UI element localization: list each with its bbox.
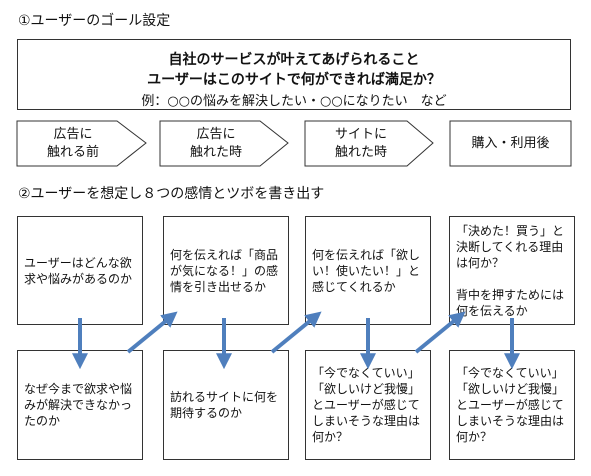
goal-line-2: ユーザーはこのサイトで何ができれば満足か？ bbox=[147, 72, 441, 88]
goal-line-1: 自社のサービスが叶えてあげられること bbox=[168, 52, 420, 68]
card-bottom-2: 訪れるサイトに何を期待するのか bbox=[163, 350, 289, 460]
card-bottom-3: 「今でなくていい」「欲しいけど我慢」とユーザーが感じてしまいそうな理由は何か？ bbox=[305, 350, 431, 460]
stage-2-label: 広告に 触れた時 bbox=[189, 127, 242, 160]
card-top-2: 何を伝えれば「商品が気になる！」の感情を引き出せるか bbox=[163, 216, 289, 325]
card-bottom-4: 「今でなくていい」「欲しいけど我慢」とユーザーが感じてしまいそうな理由は何か？ bbox=[449, 350, 575, 460]
card-top-1: ユーザーはどんな欲求や悩みがあるのか bbox=[17, 216, 143, 325]
card-bottom-1: なぜ今まで欲求や悩みが解決できなかったのか bbox=[17, 350, 143, 460]
stage-3-shape bbox=[304, 120, 434, 167]
stage-1-shape bbox=[16, 120, 147, 167]
section-1-heading: ①ユーザーのゴール設定 bbox=[18, 13, 171, 29]
card-top-3: 何を伝えれば「欲しい！使いたい！」と感じてくれるか bbox=[305, 216, 431, 325]
card-top-4: 「決めた！買う」と決断してくれる理由は何か？ 背中を押すためには何を伝えるか bbox=[449, 216, 575, 325]
goal-box: 自社のサービスが叶えてあげられること ユーザーはこのサイトで何ができれば満足か？… bbox=[17, 39, 571, 110]
stage-4-label: 購入・利用後 bbox=[471, 136, 550, 151]
stage-3-label: サイトに 触れた時 bbox=[334, 127, 387, 160]
stage-2-shape bbox=[159, 120, 289, 167]
stage-4-shape bbox=[449, 120, 572, 167]
stage-1-label: 広告に 触れる前 bbox=[46, 127, 99, 160]
goal-example: 例：○○の悩みを解決したい・○○になりたい など bbox=[141, 94, 447, 109]
section-2-heading: ②ユーザーを想定し８つの感情とツボを書き出す bbox=[18, 186, 325, 202]
